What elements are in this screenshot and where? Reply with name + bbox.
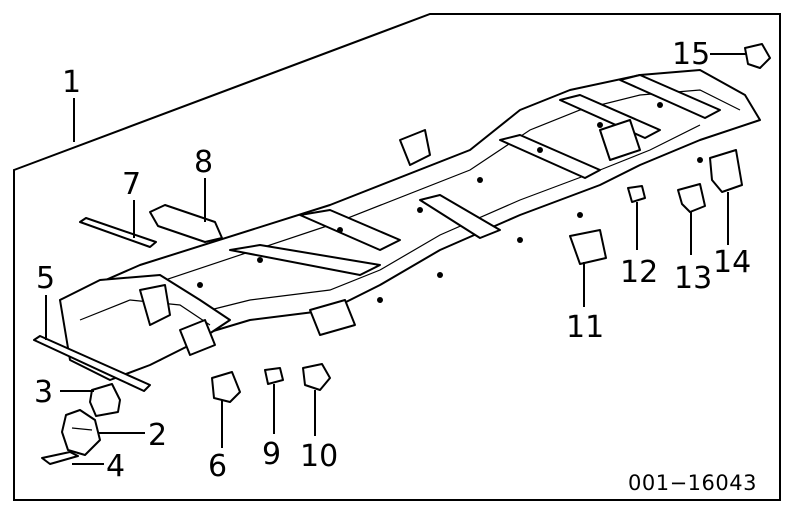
part-5-bar [33,335,151,392]
part-15-clip [744,43,771,69]
leader-lines [45,53,746,465]
part-10-mount [302,363,331,391]
part-11-bracket [569,229,607,265]
callout-14: 14 [713,245,751,280]
callout-13: 13 [674,261,712,296]
callout-9: 9 [262,437,281,472]
assembly-frame-outline [13,13,781,501]
part-3-block [89,383,121,417]
callout-4: 4 [106,449,125,484]
callout-12: 12 [620,255,658,290]
part-13-bracket [677,183,706,213]
part-12-bushing [627,185,646,203]
part-7-strip [79,217,157,248]
callouts: 1 2 3 4 5 6 7 8 9 10 11 12 13 14 15 [34,37,751,484]
callout-11: 11 [566,310,604,345]
reference-code: 001−16043 [628,471,757,495]
part-6-bracket [211,371,241,403]
part-8-plate [149,204,223,243]
callout-2: 2 [148,418,167,453]
callout-3: 3 [34,375,53,410]
callout-8: 8 [194,145,213,180]
callout-10: 10 [300,439,338,474]
callout-1: 1 [62,65,81,100]
part-9-bushing [264,367,284,385]
callout-15: 15 [672,37,710,72]
part-2-mount [61,409,101,456]
chassis-frame-assembly [59,69,761,381]
part-14-bracket [709,149,743,193]
callout-7: 7 [122,167,141,202]
part-4-pin [41,451,79,465]
callout-5: 5 [36,261,55,296]
callout-6: 6 [208,449,227,484]
